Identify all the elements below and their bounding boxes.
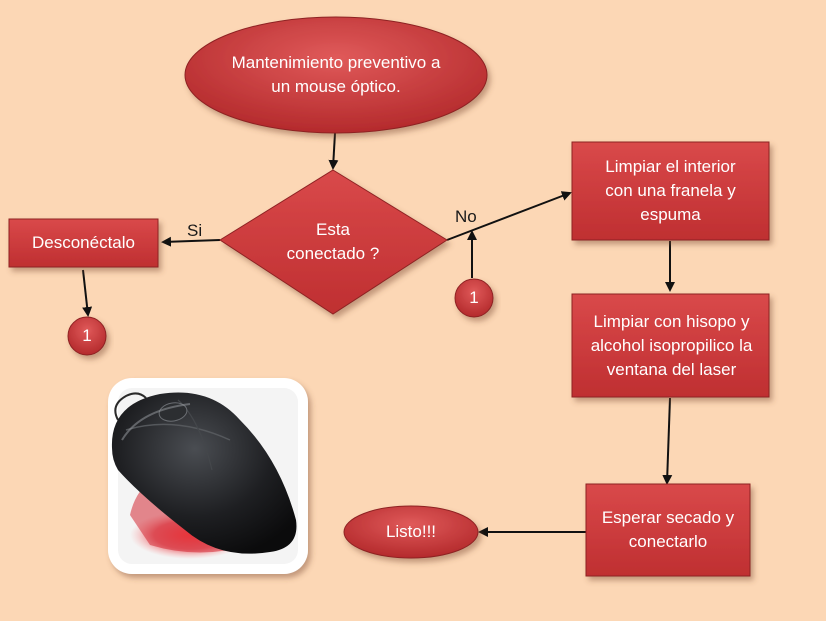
edge-label-no: No	[455, 207, 477, 226]
arrow-start-to-decision	[328, 132, 339, 170]
clean-interior-box	[571, 141, 770, 241]
start-ellipse	[184, 16, 488, 134]
done-ellipse	[343, 505, 479, 559]
dry-connect-box	[585, 483, 751, 577]
clean-laser-box	[571, 293, 770, 398]
edge-label-yes: Si	[187, 221, 203, 240]
connector-circle-right	[454, 278, 494, 318]
connector-label-right: 1	[469, 288, 479, 307]
mouse-picture	[108, 378, 308, 574]
connector-circle-left	[67, 316, 107, 356]
disconnect-box	[8, 218, 159, 268]
decision-diamond	[219, 169, 448, 315]
connector-label-left: 1	[82, 326, 92, 345]
arrow-clean-laser-to-dry	[662, 397, 673, 485]
arrow-disconnect-to-connector	[82, 269, 93, 317]
arrow-decision-to-disconnect	[161, 236, 221, 247]
